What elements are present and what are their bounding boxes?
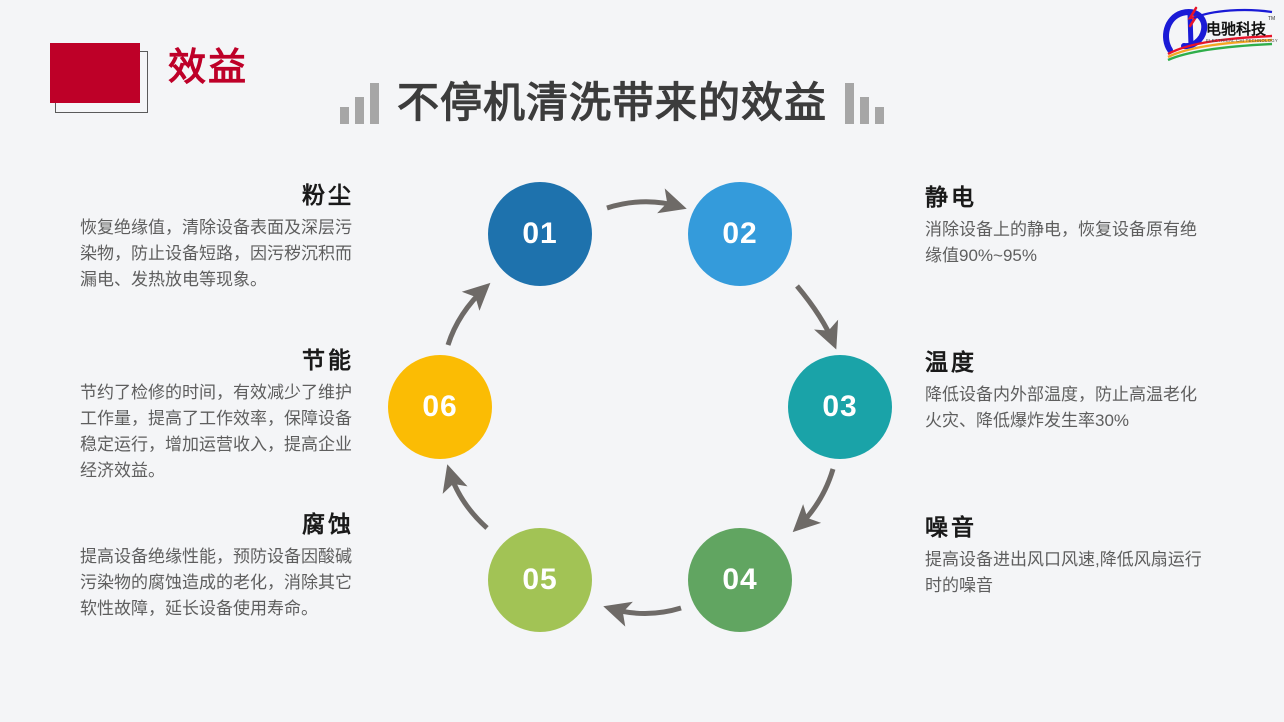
feature-body-dust: 恢复绝缘值，清除设备表面及深层污染物，防止设备短路，因污秽沉积而漏电、发热放电等…: [80, 218, 352, 289]
feature-title-corrosion: 腐蚀: [302, 511, 354, 537]
section-badge: [50, 43, 154, 115]
cycle-node-01[interactable]: 01: [488, 182, 592, 286]
feature-body-energy-saving: 节约了检修的时间，有效减少了维护工作量，提高了工作效率，保障设备稳定运行，增加运…: [80, 383, 352, 480]
feature-body-temperature: 降低设备内外部温度，防止高温老化火灾、降低爆炸发生率30%: [925, 385, 1197, 431]
title-row: 不停机清洗带来的效益: [340, 72, 885, 126]
cycle-node-05-label: 05: [522, 563, 558, 596]
cycle-node-05[interactable]: 05: [488, 528, 592, 632]
feature-block-dust: 粉尘 恢复绝缘值，清除设备表面及深层污染物，防止设备短路，因污秽沉积而漏电、发热…: [80, 182, 354, 293]
cycle-node-06[interactable]: 06: [388, 355, 492, 459]
svg-text:电驰科技: 电驰科技: [1206, 20, 1267, 38]
cycle-node-06-label: 06: [422, 390, 458, 423]
company-logo: 电驰科技 ELECTRICAL CHI TECHNOLOGY TM: [1160, 2, 1278, 64]
feature-block-energy-saving: 节能 节约了检修的时间，有效减少了维护工作量，提高了工作效率，保障设备稳定运行，…: [80, 347, 354, 484]
arrow-01-to-02: [606, 188, 687, 214]
cycle-node-04-label: 04: [722, 563, 758, 596]
feature-body-corrosion: 提高设备绝缘性能，预防设备因酸碱污染物的腐蚀造成的老化，消除其它软性故障，延长设…: [80, 547, 352, 618]
feature-title-static-electricity: 静电: [925, 184, 977, 210]
feature-body-static-electricity: 消除设备上的静电，恢复设备原有绝缘值90%~95%: [925, 220, 1197, 266]
feature-title-energy-saving: 节能: [302, 347, 354, 373]
cycle-node-01-label: 01: [522, 217, 558, 250]
cycle-node-03-label: 03: [822, 390, 858, 423]
arrow-04-to-05: [603, 601, 682, 627]
arrow-06-to-01: [445, 282, 491, 346]
arrow-05-to-06: [442, 464, 489, 530]
feature-block-static-electricity: 静电 消除设备上的静电，恢复设备原有绝缘值90%~95%: [925, 184, 1205, 269]
feature-block-noise: 噪音 提高设备进出风口风速,降低风扇运行时的噪音: [925, 514, 1205, 599]
cycle-node-03[interactable]: 03: [788, 355, 892, 459]
page-title: 不停机清洗带来的效益: [397, 79, 828, 126]
cycle-node-04[interactable]: 04: [688, 528, 792, 632]
badge-fill: [50, 43, 140, 103]
feature-block-corrosion: 腐蚀 提高设备绝缘性能，预防设备因酸碱污染物的腐蚀造成的老化，消除其它软性故障，…: [80, 511, 354, 622]
feature-title-temperature: 温度: [925, 349, 977, 375]
section-label: 效益: [168, 47, 249, 89]
svg-text:TM: TM: [1268, 16, 1275, 22]
feature-block-temperature: 温度 降低设备内外部温度，防止高温老化火灾、降低爆炸发生率30%: [925, 349, 1205, 434]
svg-text:ELECTRICAL CHI TECHNOLOGY: ELECTRICAL CHI TECHNOLOGY: [1206, 38, 1278, 43]
cycle-node-02[interactable]: 02: [688, 182, 792, 286]
cycle-node-02-label: 02: [722, 217, 758, 250]
bar-chart-deco-right-icon: [845, 82, 885, 124]
feature-title-dust: 粉尘: [302, 182, 354, 208]
arrow-02-to-03: [795, 284, 839, 350]
bar-chart-deco-left-icon: [340, 82, 379, 124]
feature-body-noise: 提高设备进出风口风速,降低风扇运行时的噪音: [925, 550, 1202, 596]
arrow-03-to-04: [792, 468, 836, 533]
feature-title-noise: 噪音: [925, 514, 977, 540]
logo-artwork: 电驰科技 ELECTRICAL CHI TECHNOLOGY TM: [1163, 6, 1278, 62]
